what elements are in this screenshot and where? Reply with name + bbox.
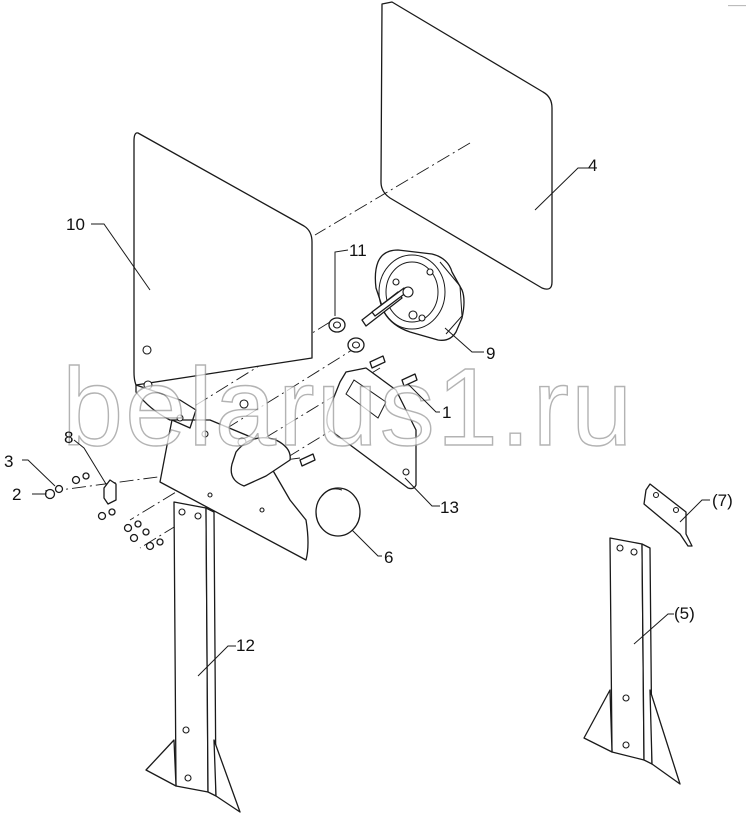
- leader-9: [444, 327, 484, 353]
- part-12-post: [145, 501, 241, 813]
- leader-11: [334, 249, 349, 316]
- label-13: 13: [440, 498, 459, 517]
- part-7-bracket: [643, 483, 693, 547]
- label-8: 8: [64, 428, 73, 447]
- part-13-bracket: [326, 367, 417, 490]
- leader-3: [22, 459, 56, 487]
- part-1-bolts: [299, 355, 418, 467]
- part-9-motor: [361, 249, 465, 341]
- part-5-post: [583, 537, 681, 785]
- assembly-axis-line: [314, 142, 471, 236]
- parts-2-3-nuts-washers: [44, 472, 164, 551]
- label-3: 3: [4, 452, 13, 471]
- part-11-bushings: [328, 317, 365, 353]
- leader-13: [404, 477, 440, 507]
- axis-line-lower-4: [139, 424, 341, 549]
- label-10: 10: [66, 215, 85, 234]
- watermark-text: belarus1.ru: [62, 346, 634, 469]
- leader-4: [534, 167, 590, 211]
- label-6: 6: [384, 548, 393, 567]
- leader-8: [73, 439, 107, 485]
- label-12: 12: [236, 636, 255, 655]
- corner-mark: ———: [728, 1, 746, 10]
- label-5: (5): [674, 604, 695, 623]
- leader-12: [197, 645, 236, 677]
- label-7: (7): [712, 491, 733, 510]
- leader-2: [32, 490, 47, 495]
- leader-10: [91, 223, 151, 291]
- leader-7: [679, 499, 710, 523]
- label-11: 11: [349, 241, 367, 260]
- leader-6: [351, 529, 382, 557]
- part-8-clip: [103, 479, 117, 505]
- label-9: 9: [486, 344, 495, 363]
- leader-5: [633, 613, 674, 645]
- label-4: 4: [588, 156, 597, 175]
- part-6-reflectors: [230, 437, 361, 537]
- label-2: 2: [12, 485, 21, 504]
- label-1: 1: [442, 403, 451, 422]
- part-10-plate: [133, 132, 313, 386]
- leader-1: [407, 383, 440, 413]
